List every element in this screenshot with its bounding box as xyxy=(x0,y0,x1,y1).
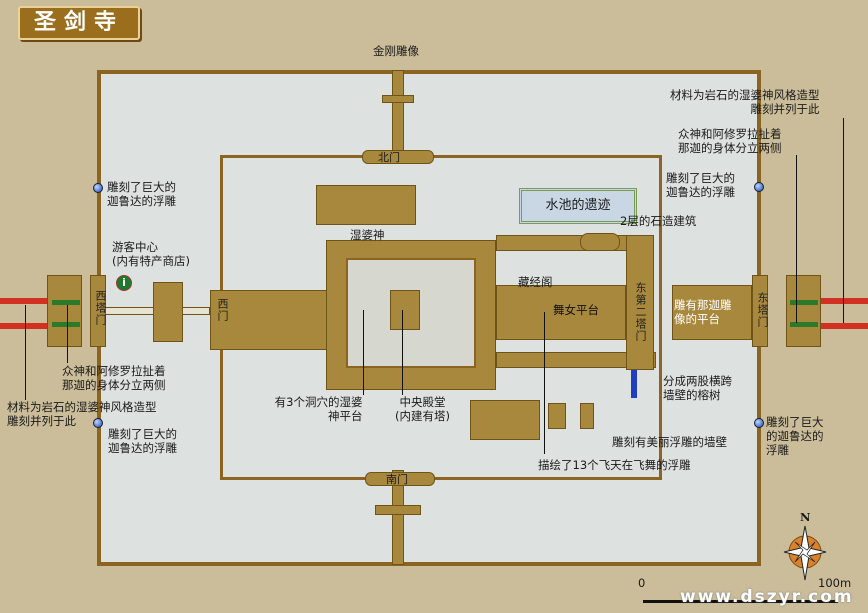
naga-left-label: 众神和阿修罗拉扯着那迦的身体分立两侧 xyxy=(62,364,166,392)
north-axis xyxy=(392,70,404,160)
east-naga-balustrade xyxy=(790,322,818,327)
south-gate-structure xyxy=(365,472,435,486)
south-gallery xyxy=(496,352,656,368)
west-naga-balustrade xyxy=(52,322,80,327)
garuda-label: 雕刻了巨大 xyxy=(766,415,824,429)
annex xyxy=(580,403,594,429)
west-gate-label: 西门 xyxy=(216,298,229,322)
garuda-marker-icon[interactable] xyxy=(754,418,764,428)
east-second-gopura-structure xyxy=(626,235,654,370)
west-causeway-rail xyxy=(0,298,50,304)
visitor-center-label: 游客中心(内有特产商店) xyxy=(112,240,190,268)
east-causeway-rail xyxy=(818,323,868,329)
apsaras-label: 描绘了13个飞天在飞舞的浮雕 xyxy=(538,458,691,472)
east-second-gopura-label: 东第二塔门 xyxy=(634,282,647,342)
north-gate-label: 北门 xyxy=(378,151,400,164)
west-naga-balustrade xyxy=(52,300,80,305)
garuda-marker-icon[interactable] xyxy=(93,418,103,428)
map-title: 圣剑寺 xyxy=(18,6,140,40)
banyan-wall-marker xyxy=(631,370,637,398)
scale-start-label: 0 xyxy=(638,576,646,590)
leader-line xyxy=(544,312,545,454)
north-gate-structure xyxy=(362,150,434,164)
watermark: www.dszyr.com xyxy=(680,587,854,607)
annex xyxy=(548,403,566,429)
leader-line xyxy=(363,310,364,395)
dancers-hall-label: 舞女平台 xyxy=(553,303,599,317)
shiva-sculpture-right-label: 材料为岩石的湿婆神风格造型 xyxy=(670,88,820,102)
scale-end-label: 100m xyxy=(818,576,852,590)
south-gate-label: 南门 xyxy=(386,473,408,486)
leader-line xyxy=(25,305,26,400)
south-cross xyxy=(375,505,421,515)
compass-north-label: N xyxy=(800,510,811,524)
southeast-hall xyxy=(470,400,540,440)
shiva-label: 湿婆神 xyxy=(350,228,385,242)
leader-line xyxy=(843,118,844,323)
garuda-marker-icon[interactable] xyxy=(93,183,103,193)
compass-rose-icon xyxy=(783,525,827,581)
library-label: 藏经阁 xyxy=(518,275,553,289)
central-sanctuary-label: 中央殿堂 xyxy=(399,395,446,409)
garuda-label: 雕刻了巨大的 xyxy=(666,171,735,185)
leader-line xyxy=(67,305,68,363)
east-naga-platform xyxy=(786,275,821,347)
west-naga-platform xyxy=(47,275,82,347)
garuda-label: 雕刻了巨大的迦鲁达的浮雕 xyxy=(107,180,176,208)
naga-right-label: 众神和阿修罗拉扯着 xyxy=(678,127,782,141)
west-hall xyxy=(210,290,335,350)
two-storey-label: 2层的石造建筑 xyxy=(620,214,697,228)
pool-ruins-label: 水池的遗迹 xyxy=(519,188,637,224)
garuda-marker-icon[interactable] xyxy=(754,182,764,192)
leader-line xyxy=(402,310,403,395)
west-gopura-label: 西塔门 xyxy=(94,290,107,326)
garuda-label: 雕刻了巨大的 xyxy=(108,427,177,441)
north-cross xyxy=(382,95,414,103)
leader-line xyxy=(796,155,797,323)
central-tower xyxy=(390,290,420,330)
scale-bar xyxy=(643,600,838,603)
shiva-sculpture-left-label: 材料为岩石的湿婆神风格造型雕刻并列于此 xyxy=(7,400,157,428)
east-gopura-structure xyxy=(752,275,768,347)
info-icon[interactable]: i xyxy=(116,275,132,291)
vajra-statue-label: 金刚雕像 xyxy=(373,44,419,58)
dancers-hall-structure xyxy=(496,285,626,340)
north-hall xyxy=(316,185,416,225)
naga-platform-label: 雕有那迦雕 xyxy=(674,298,732,312)
three-caves-label: 有3个洞穴的湿婆 xyxy=(274,395,363,409)
naga-platform-structure xyxy=(672,285,752,340)
wall-reliefs-label: 雕刻有美丽浮雕的墙壁 xyxy=(612,435,727,449)
banyan-label: 分成两股横跨 xyxy=(663,374,732,388)
south-axis xyxy=(392,470,404,565)
east-gopura-label: 东塔门 xyxy=(756,292,769,328)
east-naga-balustrade xyxy=(790,300,818,305)
west-terrace xyxy=(153,282,183,342)
two-storey-building xyxy=(580,233,620,251)
